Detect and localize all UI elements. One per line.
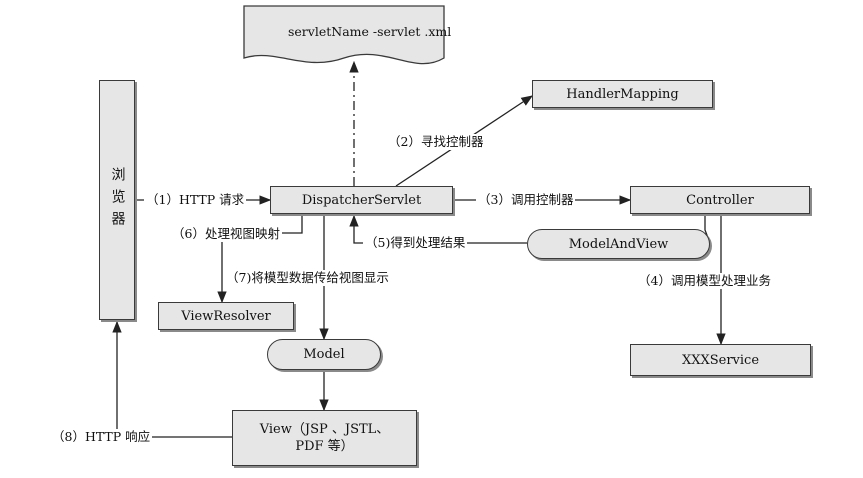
view-node: View（JSP 、JSTL、 PDF 等） (232, 410, 417, 466)
label-find-controller: （2）寻找控制器 (386, 134, 486, 150)
label-handle-view-mapping: （6）处理视图映射 (170, 226, 282, 242)
label-http-request: （1）HTTP 请求 (144, 192, 247, 208)
dispatcher-servlet-node: DispatcherServlet (270, 186, 453, 214)
handler-mapping-node: HandlerMapping (532, 80, 713, 108)
xxx-service-node: XXXService (630, 344, 811, 376)
model-node: Model (267, 339, 381, 370)
config-file-label: servletName -servlet .xml (288, 24, 452, 39)
label-http-response: （8）HTTP 响应 (50, 429, 153, 445)
label-call-controller: （3）调用控制器 (476, 192, 576, 208)
browser-node: 浏览器 (99, 80, 135, 320)
model-and-view-node: ModelAndView (527, 229, 710, 259)
label-get-result: （5)得到处理结果 (363, 235, 468, 251)
label-call-model: （4）调用模型处理业务 (636, 273, 773, 289)
label-pass-model-to-view: （7)将模型数据传给视图显示 (224, 270, 391, 286)
config-file-shape (243, 5, 445, 65)
view-label-line-2: PDF 等） (295, 439, 354, 454)
controller-node: Controller (630, 186, 810, 214)
edge-get-result (349, 214, 527, 244)
view-label-line-1: View（JSP 、JSTL、 (259, 422, 390, 437)
edge-http-response (112, 320, 232, 438)
view-resolver-node: ViewResolver (158, 302, 294, 330)
